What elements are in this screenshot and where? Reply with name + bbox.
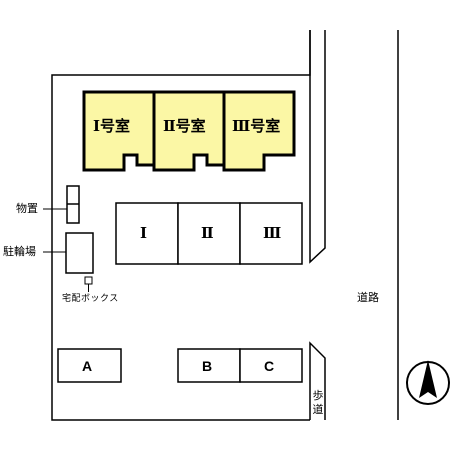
delivery-box-label: 宅配ボックス	[62, 294, 119, 304]
parking-space-1	[115, 202, 179, 265]
parking-space-c	[239, 348, 303, 383]
parking-label-b: B	[202, 358, 213, 374]
parking-space-a	[57, 348, 122, 383]
storage-label: 物置	[16, 202, 38, 215]
parking-space-b	[177, 348, 241, 383]
parking-space-2	[177, 202, 241, 265]
unit-label-1: Ⅰ号室	[93, 117, 131, 135]
bicycle-label: 駐輪場	[3, 245, 36, 258]
unit-label-2: Ⅱ号室	[163, 117, 206, 135]
parking-label-1: Ⅰ	[140, 224, 148, 242]
unit-label-3: Ⅲ号室	[232, 117, 281, 135]
parking-label-3: Ⅲ	[263, 224, 282, 242]
delivery-box	[84, 276, 93, 285]
parking-space-3	[239, 202, 303, 265]
sidewalk-edge	[309, 30, 326, 264]
building-unit-3	[222, 90, 296, 172]
sidewalk-label: 歩道	[312, 389, 324, 416]
parking-label-c: C	[264, 358, 275, 374]
bicycle-parking	[65, 232, 94, 274]
road-label: 道路	[357, 291, 379, 304]
parking-label-a: A	[82, 358, 93, 374]
north-arrow-icon	[406, 360, 450, 405]
parking-label-2: Ⅱ	[201, 224, 214, 242]
building-group	[82, 90, 296, 172]
sidewalk-edge-lower	[309, 341, 326, 420]
